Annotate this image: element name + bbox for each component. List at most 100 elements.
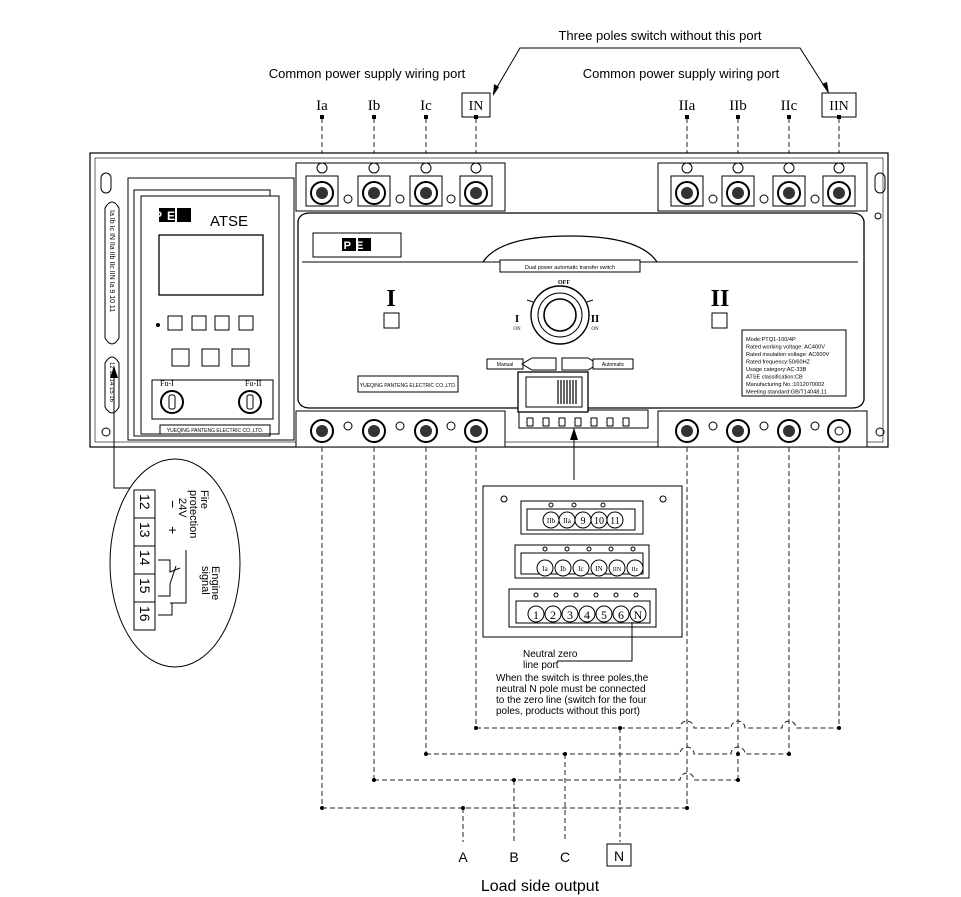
terminal-label-iin: IIN (829, 99, 848, 114)
screw-icon (675, 181, 851, 205)
neutral-note-2: line port (523, 660, 559, 671)
screw-icon (310, 419, 488, 443)
spec-line: Rated insulation voltage: AC600V (746, 352, 830, 358)
switch-face: PE Dual power automatic transfer switch … (297, 212, 865, 409)
mode-selector[interactable]: Manual Automatic (486, 357, 634, 371)
switch-logo: PE (344, 240, 369, 252)
svg-text:Ia Ib Ic IN IIa IIb IIc IIN Ia: Ia Ib Ic IN IIa IIb IIc IIN Ia 9 10 11 (108, 210, 115, 312)
plus-sign: + (165, 526, 181, 534)
automatic-label: Automatic (602, 362, 625, 368)
keypad-row-1 (156, 315, 254, 331)
pin-label: 6 (618, 608, 624, 622)
neutral-pointer (557, 622, 633, 662)
spec-line: Meeting standard:GB/T14048.11 (746, 390, 827, 396)
common-port-label-left: Common power supply wiring port (269, 66, 466, 81)
fuse-label-right: Fu-II (245, 379, 262, 388)
spec-line: ATSE classification:CB (746, 375, 803, 381)
row3-terminals: 1 2 3 4 5 6 N (527, 605, 647, 623)
pin-label: Ic (578, 565, 583, 573)
common-port-label-right: Common power supply wiring port (583, 66, 780, 81)
pin-label: 1 (533, 608, 539, 622)
pin-label: IIb (547, 517, 556, 525)
three-poles-note: Three poles switch without this port (558, 28, 761, 43)
position-ii-label: II (591, 313, 600, 325)
callout-pin: 12 (137, 494, 153, 510)
pin-label: 2 (550, 608, 556, 622)
side-terminal-strip: Ia Ib Ic IN IIa IIb IIc IIN Ia 9 10 11 1… (104, 201, 120, 414)
callout-pin: 16 (137, 606, 153, 622)
terminal-block-top-right (657, 162, 868, 212)
pin-label: IIN (613, 567, 622, 573)
three-poles-arrow (492, 47, 829, 96)
pin-label: IIc (632, 567, 639, 573)
output-label-b: B (509, 849, 518, 865)
fuse-label-left: Fu-I (160, 379, 174, 388)
source-ii-indicator (711, 312, 728, 329)
svg-text:24V: 24V (176, 498, 188, 518)
terminal-label-ib: Ib (368, 98, 381, 114)
pin-label: IN (595, 565, 602, 573)
output-label-a: A (458, 849, 468, 865)
controller-footer: YUEQING PANTENG ELECTRIC CO.,LTD. (167, 428, 264, 434)
screw-icon (310, 181, 488, 205)
callout-pin: 14 (137, 550, 153, 566)
spec-line: Mode:PTQ1-100/4P (746, 337, 796, 343)
output-labels: A B C N Load side output (458, 843, 632, 895)
top-dashed-leads (320, 115, 841, 160)
callout-pin: 13 (137, 522, 153, 538)
signal-callout: 12 13 14 15 16 − + Fire protection 24V E… (109, 366, 241, 668)
terminal-label-iia: IIa (679, 98, 696, 114)
screw-icon (675, 419, 851, 443)
pin-label: N (634, 608, 643, 622)
svg-text:12 13 14 15 16: 12 13 14 15 16 (108, 362, 114, 403)
terminal-label-in: IN (469, 99, 484, 114)
terminal-block-bottom-right (657, 410, 868, 448)
svg-text:ON: ON (591, 327, 599, 332)
row2-terminals: Ia Ib Ic IN IIN IIc (536, 559, 644, 577)
fuse-holder-icon (160, 390, 262, 414)
pin-label: 9 (581, 516, 586, 527)
terminal-block-bottom-left (295, 410, 506, 448)
terminal-label-iib: IIb (729, 98, 747, 114)
pin-label: 11 (610, 516, 620, 527)
controller-model: ATSE (210, 213, 248, 230)
three-pole-note-4: poles, products without this port) (496, 706, 640, 717)
output-wiring (320, 447, 841, 842)
three-pole-note-3: to the zero line (switch for the four (496, 695, 647, 706)
callout-pin: 15 (137, 578, 153, 594)
svg-text:ON: ON (513, 327, 521, 332)
atse-controller: PE ATSE Fu-I Fu-II YUEQING PANTENG ELECT… (127, 177, 295, 441)
lcd-display (158, 234, 264, 296)
terminal-label-ia: Ia (316, 98, 328, 114)
terminal-label-iic: IIc (781, 98, 798, 114)
spec-line: Rated working voltage: AC400V (746, 345, 825, 351)
svg-text:protection: protection (187, 490, 199, 538)
controller-logo: PE (154, 209, 180, 223)
row1-terminals: IIb IIa 9 10 11 (542, 511, 624, 529)
spec-plate (741, 329, 847, 397)
terminal-label-ic: Ic (420, 98, 432, 114)
pin-label: IIa (563, 517, 572, 525)
switch-company: YUEQING PANTENG ELECTRIC CO.,LTD. (360, 383, 457, 389)
mount-hole-icon (100, 172, 886, 437)
rotary-knob-icon[interactable] (526, 285, 594, 345)
spec-line: Manufacturing No.:1012070002 (746, 382, 824, 388)
off-label: OFF (558, 280, 570, 286)
manual-label: Manual (497, 362, 513, 368)
load-side-output-label: Load side output (481, 878, 600, 895)
switch-title: Dual power automatic transfer switch (525, 265, 615, 271)
pin-label: Ia (542, 565, 548, 573)
top-terminal-labels: Ia Ib Ic IN IIa IIb IIc IIN (316, 92, 857, 118)
source-i-label: I (386, 286, 395, 312)
pin-label: 4 (584, 608, 590, 622)
spec-line: Usage category:AC-33B (746, 367, 807, 373)
source-ii-label: II (711, 286, 730, 312)
output-label-c: C (560, 849, 570, 865)
pin-label: 3 (567, 608, 573, 622)
connector-detail: IIb IIa 9 10 11 Ia Ib Ic IN IIN IIc 1 2 … (482, 485, 683, 638)
svg-text:Fire: Fire (198, 490, 210, 509)
pin-label: 10 (594, 516, 604, 527)
minus-sign: − (165, 500, 181, 508)
spec-line: Rated frequency:50/60HZ (746, 360, 811, 366)
